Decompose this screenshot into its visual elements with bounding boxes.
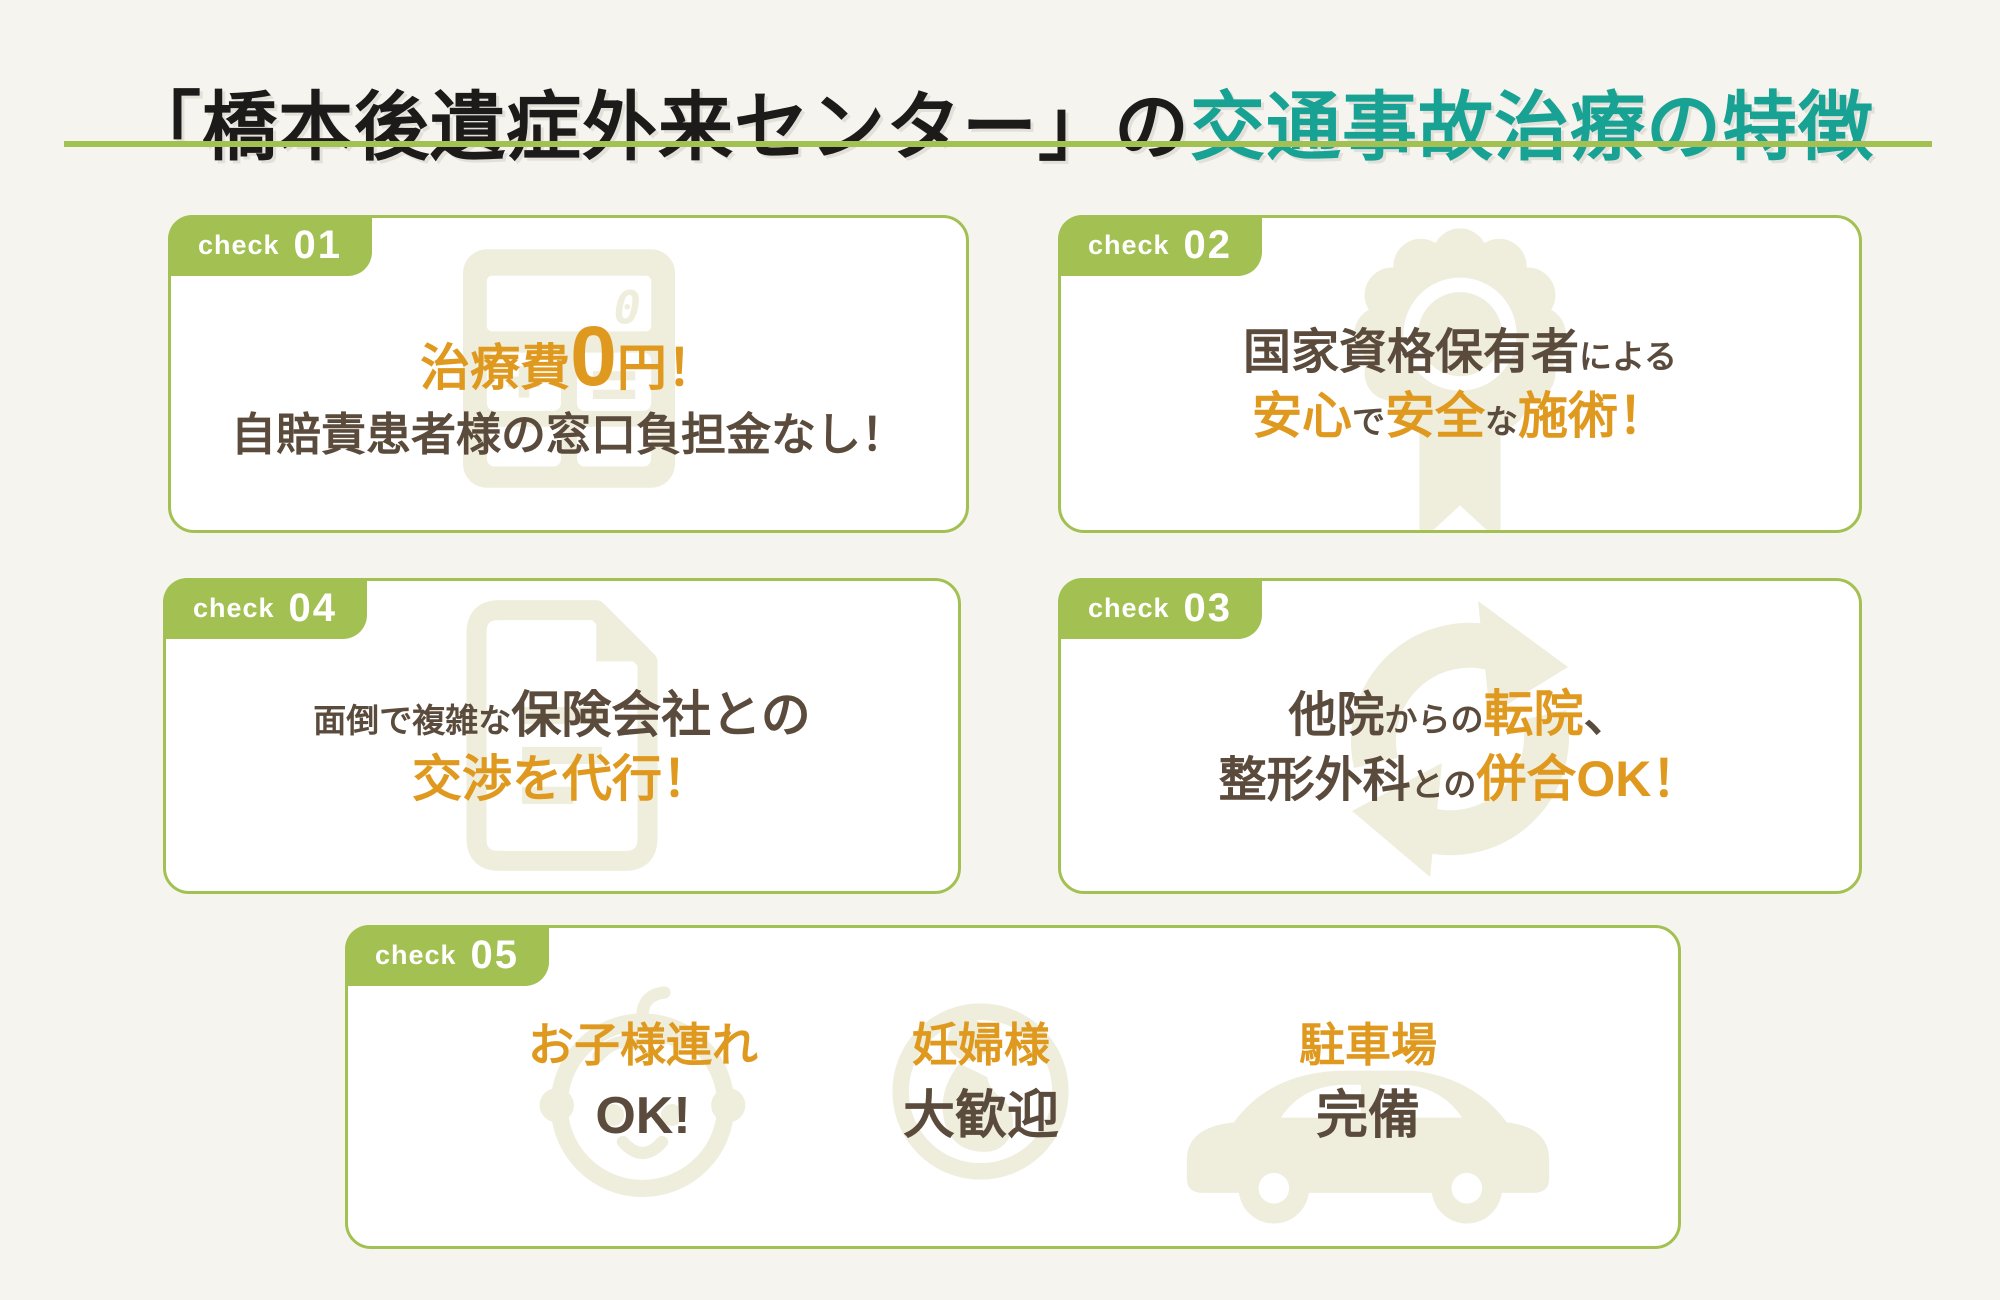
page-title-teal: 交通事故治療の特徴 <box>1190 85 1875 170</box>
feature-kids-sub: OK! <box>595 1087 691 1145</box>
badge-number: 03 <box>1183 586 1233 630</box>
card-04-line2: 交渉を代行！ <box>412 754 712 804</box>
feature-parking-sub: 完備 <box>1315 1087 1420 1145</box>
seg-anshin: 安心 <box>1252 388 1352 444</box>
card-01-content: 治療費0円！ 自賠責患者様の窓口負担金なし！ <box>171 218 966 530</box>
badge-word: check <box>197 230 280 260</box>
feature-pregnant-label: 妊婦様 <box>912 1019 1050 1071</box>
line1-main: 国家資格保有者 <box>1242 326 1579 379</box>
card-check-04: check 04 面倒で複雑な保険会社との 交渉を代行！ <box>163 578 961 894</box>
seg-sejutsu: 施術！ <box>1518 388 1668 444</box>
line1-main: 保険会社との <box>511 687 811 743</box>
check-badge-02: check 02 <box>1058 215 1262 276</box>
page-title-black: 「橋本後遺症外来センター」の <box>125 85 1190 170</box>
document-icon <box>466 600 658 871</box>
check-badge-05: check 05 <box>345 925 549 986</box>
badge-word: check <box>1087 230 1170 260</box>
badge-number: 05 <box>470 933 520 977</box>
baby-face-icon <box>539 986 746 1198</box>
badge-word: check <box>1087 593 1170 623</box>
car-icon <box>1186 1070 1550 1224</box>
seg-tono: との <box>1410 766 1477 803</box>
badge-word: check <box>374 940 457 970</box>
headline-text-2: 円！ <box>616 339 717 396</box>
card-03-line2: 整形外科との併合OK！ <box>1219 754 1702 805</box>
transfer-arrows-icon <box>1351 601 1569 877</box>
seg-de: で <box>1352 403 1385 440</box>
seg-tain: 他院 <box>1288 689 1385 742</box>
pregnant-woman-icon <box>892 1003 1069 1180</box>
card-02-line2: 安心で安全な施術！ <box>1252 391 1668 441</box>
card-01-subline: 自賠責患者様の窓口負担金なし！ <box>231 412 906 457</box>
seg-seikei: 整形外科 <box>1218 754 1411 807</box>
feature-pregnant: 妊婦様 大歓迎 <box>791 928 1171 1246</box>
feature-kids-label: お子様連れ <box>528 1019 758 1071</box>
subline-text: 自賠責患者様の窓口負担金なし！ <box>230 408 906 460</box>
badge-word: check <box>192 593 275 623</box>
headline-zero: 0 <box>570 308 617 403</box>
card-01-headline: 治療費0円！ <box>420 314 717 398</box>
card-04-content: 面倒で複雑な保険会社との 交渉を代行！ <box>166 581 958 891</box>
card-02-line1: 国家資格保有者による <box>1243 329 1677 377</box>
card-04-line1: 面倒で複雑な保険会社との <box>313 690 811 740</box>
page-title: 「橋本後遺症外来センター」の交通事故治療の特徴 <box>0 84 2000 170</box>
badge-number: 04 <box>288 586 338 630</box>
line1-small: による <box>1579 338 1678 375</box>
headline-text: 治療費 <box>420 339 571 396</box>
badge-number: 01 <box>293 223 343 267</box>
feature-pregnant-sub: 大歓迎 <box>902 1087 1059 1145</box>
card-02-content: 国家資格保有者による 安心で安全な施術！ <box>1061 218 1859 530</box>
card-check-05: check 05 お子様連れ OK! 妊婦様 大歓迎 駐車場 完備 <box>345 925 1681 1249</box>
calculator-zero-icon: 0 <box>462 249 675 488</box>
seg-anzen: 安全 <box>1385 388 1485 444</box>
seg-heigo-ok: 併合OK！ <box>1476 751 1702 807</box>
card-check-01: 0 check 01 治療費0円！ 自賠責患者様の窓口負担金なし！ <box>168 215 969 533</box>
check-badge-04: check 04 <box>163 578 367 639</box>
line2-orange: 交渉を代行！ <box>412 751 712 807</box>
feature-kids: お子様連れ OK! <box>453 928 833 1246</box>
badge-number: 02 <box>1183 223 1233 267</box>
feature-parking-label: 駐車場 <box>1299 1019 1437 1071</box>
seg-tenin: 転院 <box>1483 686 1584 742</box>
award-ribbon-icon <box>1354 228 1566 530</box>
watermark-layer <box>1061 581 1859 891</box>
card-03-content: 他院からの転院、 整形外科との併合OK！ <box>1061 581 1859 891</box>
seg-na: な <box>1485 403 1518 440</box>
watermark-layer <box>348 928 1678 1246</box>
watermark-layer: 0 <box>171 218 966 530</box>
seg-comma: 、 <box>1583 689 1632 742</box>
watermark-layer <box>166 581 958 891</box>
card-03-line1: 他院からの転院、 <box>1288 689 1631 740</box>
card-check-02: check 02 国家資格保有者による 安心で安全な施術！ <box>1058 215 1862 533</box>
check-badge-01: check 01 <box>168 215 372 276</box>
check-badge-03: check 03 <box>1058 578 1262 639</box>
svg-text:0: 0 <box>613 281 640 334</box>
seg-karano: からの <box>1384 701 1484 738</box>
feature-parking: 駐車場 完備 <box>1178 928 1558 1246</box>
watermark-layer <box>1061 218 1859 530</box>
line1-small: 面倒で複雑な <box>313 702 512 739</box>
title-underline <box>64 141 1932 147</box>
card-check-03: check 03 他院からの転院、 整形外科との併合OK！ <box>1058 578 1862 894</box>
